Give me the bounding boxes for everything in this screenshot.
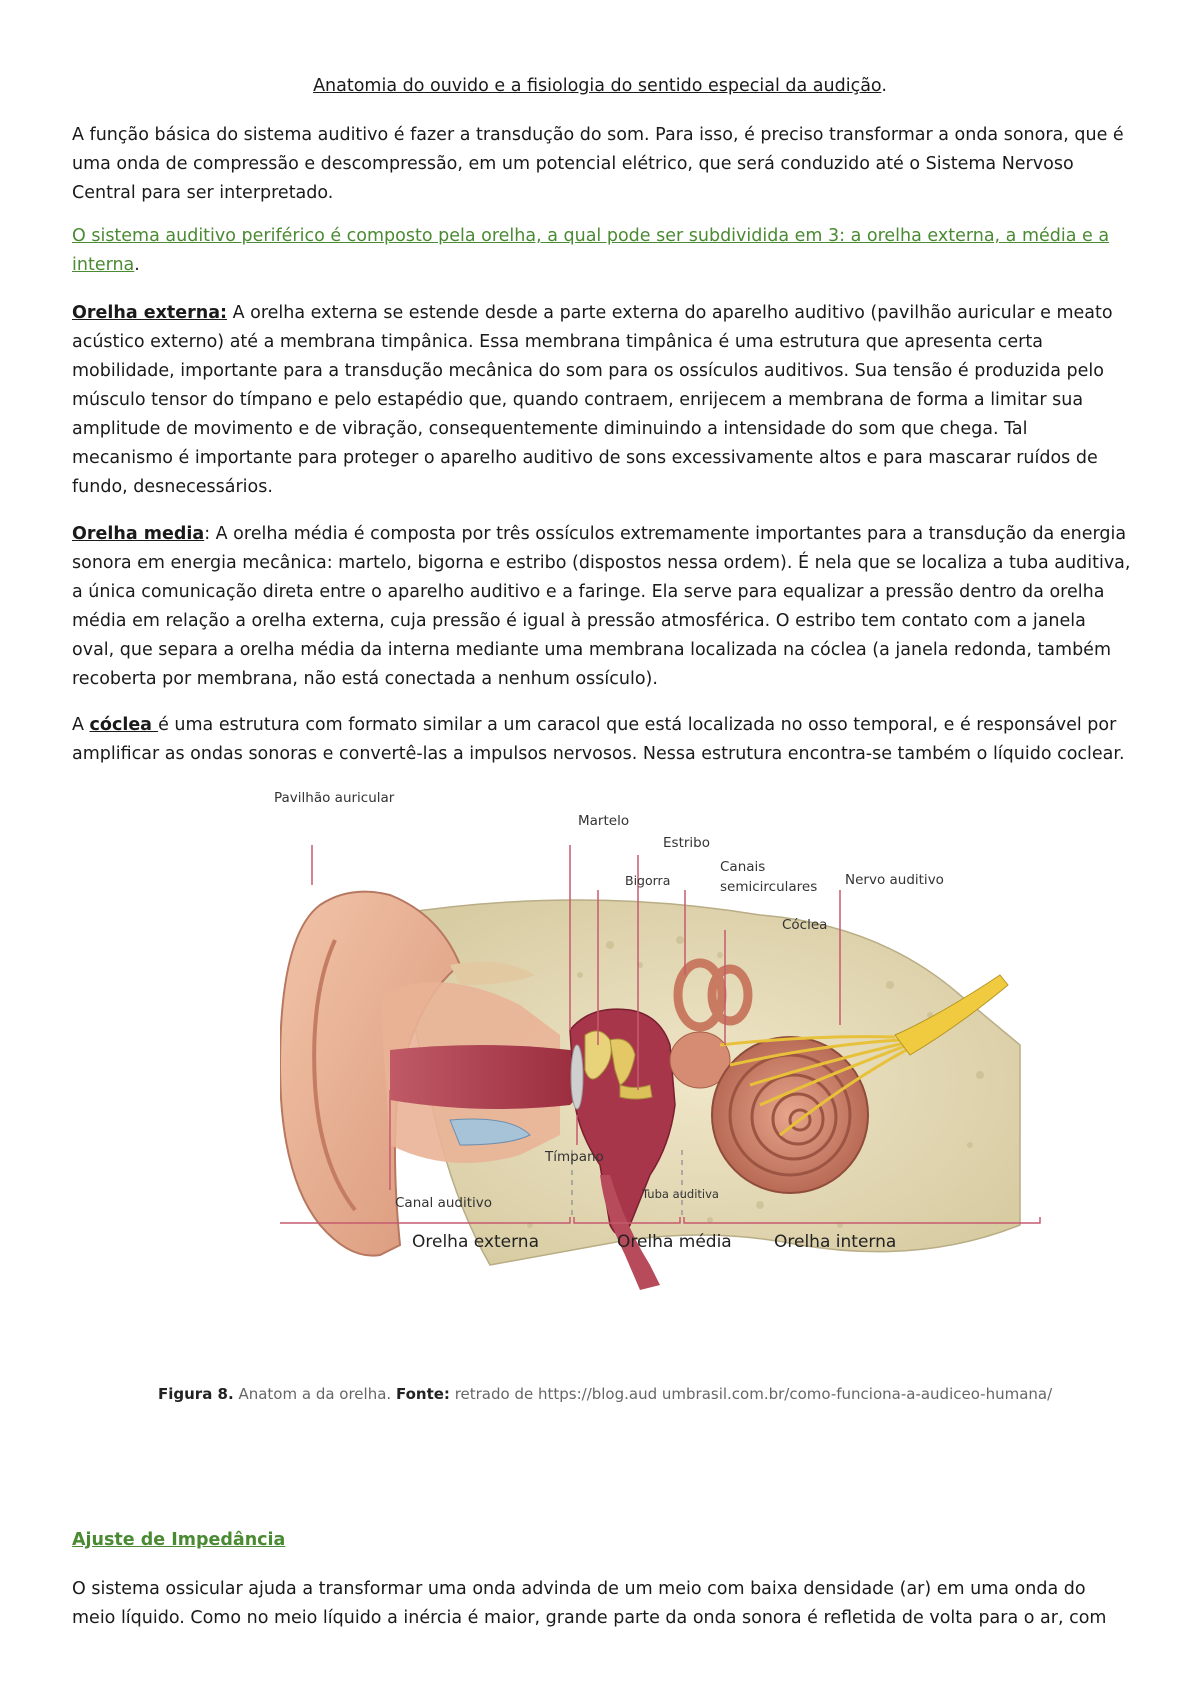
vestibule-shape: [669, 1031, 731, 1089]
incus-shape: [609, 1038, 636, 1086]
label-coclea: Cóclea: [782, 917, 828, 933]
caption-source: retrado de https://blog.aud umbrasil.com…: [449, 1385, 1053, 1403]
cartilage-shape: [449, 1118, 531, 1146]
label-canais: Canais: [720, 859, 766, 875]
ajuste-impedancia-heading: Ajuste de Impedância: [72, 1530, 286, 1550]
paragraph-coclea: A cóclea é uma estrutura com formato sim…: [72, 711, 1132, 769]
paragraph-intro: A função básica do sistema auditivo é fa…: [72, 125, 1124, 203]
label-martelo: Martelo: [578, 813, 630, 829]
section-heading-ajuste-impedancia: Ajuste de Impedância: [72, 1530, 285, 1550]
orelha-externa-text: A orelha externa se estende desde a part…: [72, 303, 1113, 497]
semicircular-canals: [673, 958, 753, 1032]
orelha-media-label: Orelha media: [72, 524, 205, 544]
orelha-media-text: : A orelha média é composta por três oss…: [72, 524, 1131, 689]
cochlea-spiral: [728, 1053, 852, 1177]
peripheral-link-text: O sistema auditivo periférico é composto…: [72, 226, 1110, 275]
auricle-shape: [278, 890, 462, 1257]
caption-label: Figura 8.: [158, 1385, 234, 1403]
region-orelha-media: Orelha média: [617, 1232, 732, 1252]
label-pointers: [311, 835, 841, 1190]
title-text: Anatomia do ouvido e a fisiologia do sen…: [313, 76, 882, 96]
figure-caption: Figura 8. Anatom a da orelha. Fonte: ret…: [158, 1385, 1052, 1403]
ear-anatomy-figure: Pavilhão auricular Martelo Estribo Bigor…: [263, 790, 1060, 1365]
paragraph-peripheral: O sistema auditivo periférico é composto…: [72, 222, 1132, 280]
malleus-shape: [584, 1030, 612, 1080]
coclea-prefix: A: [72, 715, 90, 735]
label-canal-auditivo: Canal auditivo: [395, 1195, 493, 1211]
region-orelha-interna: Orelha interna: [774, 1232, 897, 1252]
label-bigorna: Bigorra: [625, 873, 671, 888]
peripheral-suffix: .: [134, 255, 140, 275]
title-suffix: .: [881, 76, 887, 96]
document-title: Anatomia do ouvido e a fisiologia do sen…: [0, 72, 1200, 101]
coclea-text: é uma estrutura com formato similar a um…: [72, 715, 1125, 764]
label-pavilhao-auricular: Pavilhão auricular: [274, 790, 395, 806]
region-orelha-externa: Orelha externa: [412, 1232, 540, 1252]
cartilage-top: [450, 961, 535, 985]
label-timpano: Tímpano: [545, 1149, 604, 1165]
paragraph-orelha-externa: Orelha externa: A orelha externa se este…: [72, 299, 1132, 502]
label-estribo: Estribo: [663, 835, 710, 851]
auricle-fold: [312, 939, 357, 1212]
label-semicirculares: semicirculares: [720, 879, 818, 895]
ear-anatomy-illustration: [263, 835, 1041, 1290]
eustachian-tube: [600, 1175, 660, 1290]
orelha-externa-label: Orelha externa:: [72, 303, 228, 323]
region-separators: [571, 1150, 683, 1217]
stapes-shape: [619, 1084, 653, 1100]
tympanic-membrane: [570, 1044, 584, 1110]
paragraph-orelha-media: Orelha media: A orelha média é composta …: [72, 520, 1132, 694]
auditory-nerve: [719, 1035, 911, 1137]
nerve-bundle: [894, 974, 1009, 1056]
caption-text: Anatom a da orelha.: [233, 1385, 396, 1403]
label-nervo-auditivo: Nervo auditivo: [845, 872, 944, 888]
ear-canal-shape: [390, 1045, 580, 1109]
caption-source-label: Fonte:: [395, 1385, 450, 1403]
paragraph-ajuste-impedancia: O sistema ossicular ajuda a transformar …: [72, 1579, 1107, 1628]
label-tuba-auditiva: Tuba auditiva: [642, 1187, 719, 1201]
coclea-label: cóclea: [89, 715, 159, 735]
